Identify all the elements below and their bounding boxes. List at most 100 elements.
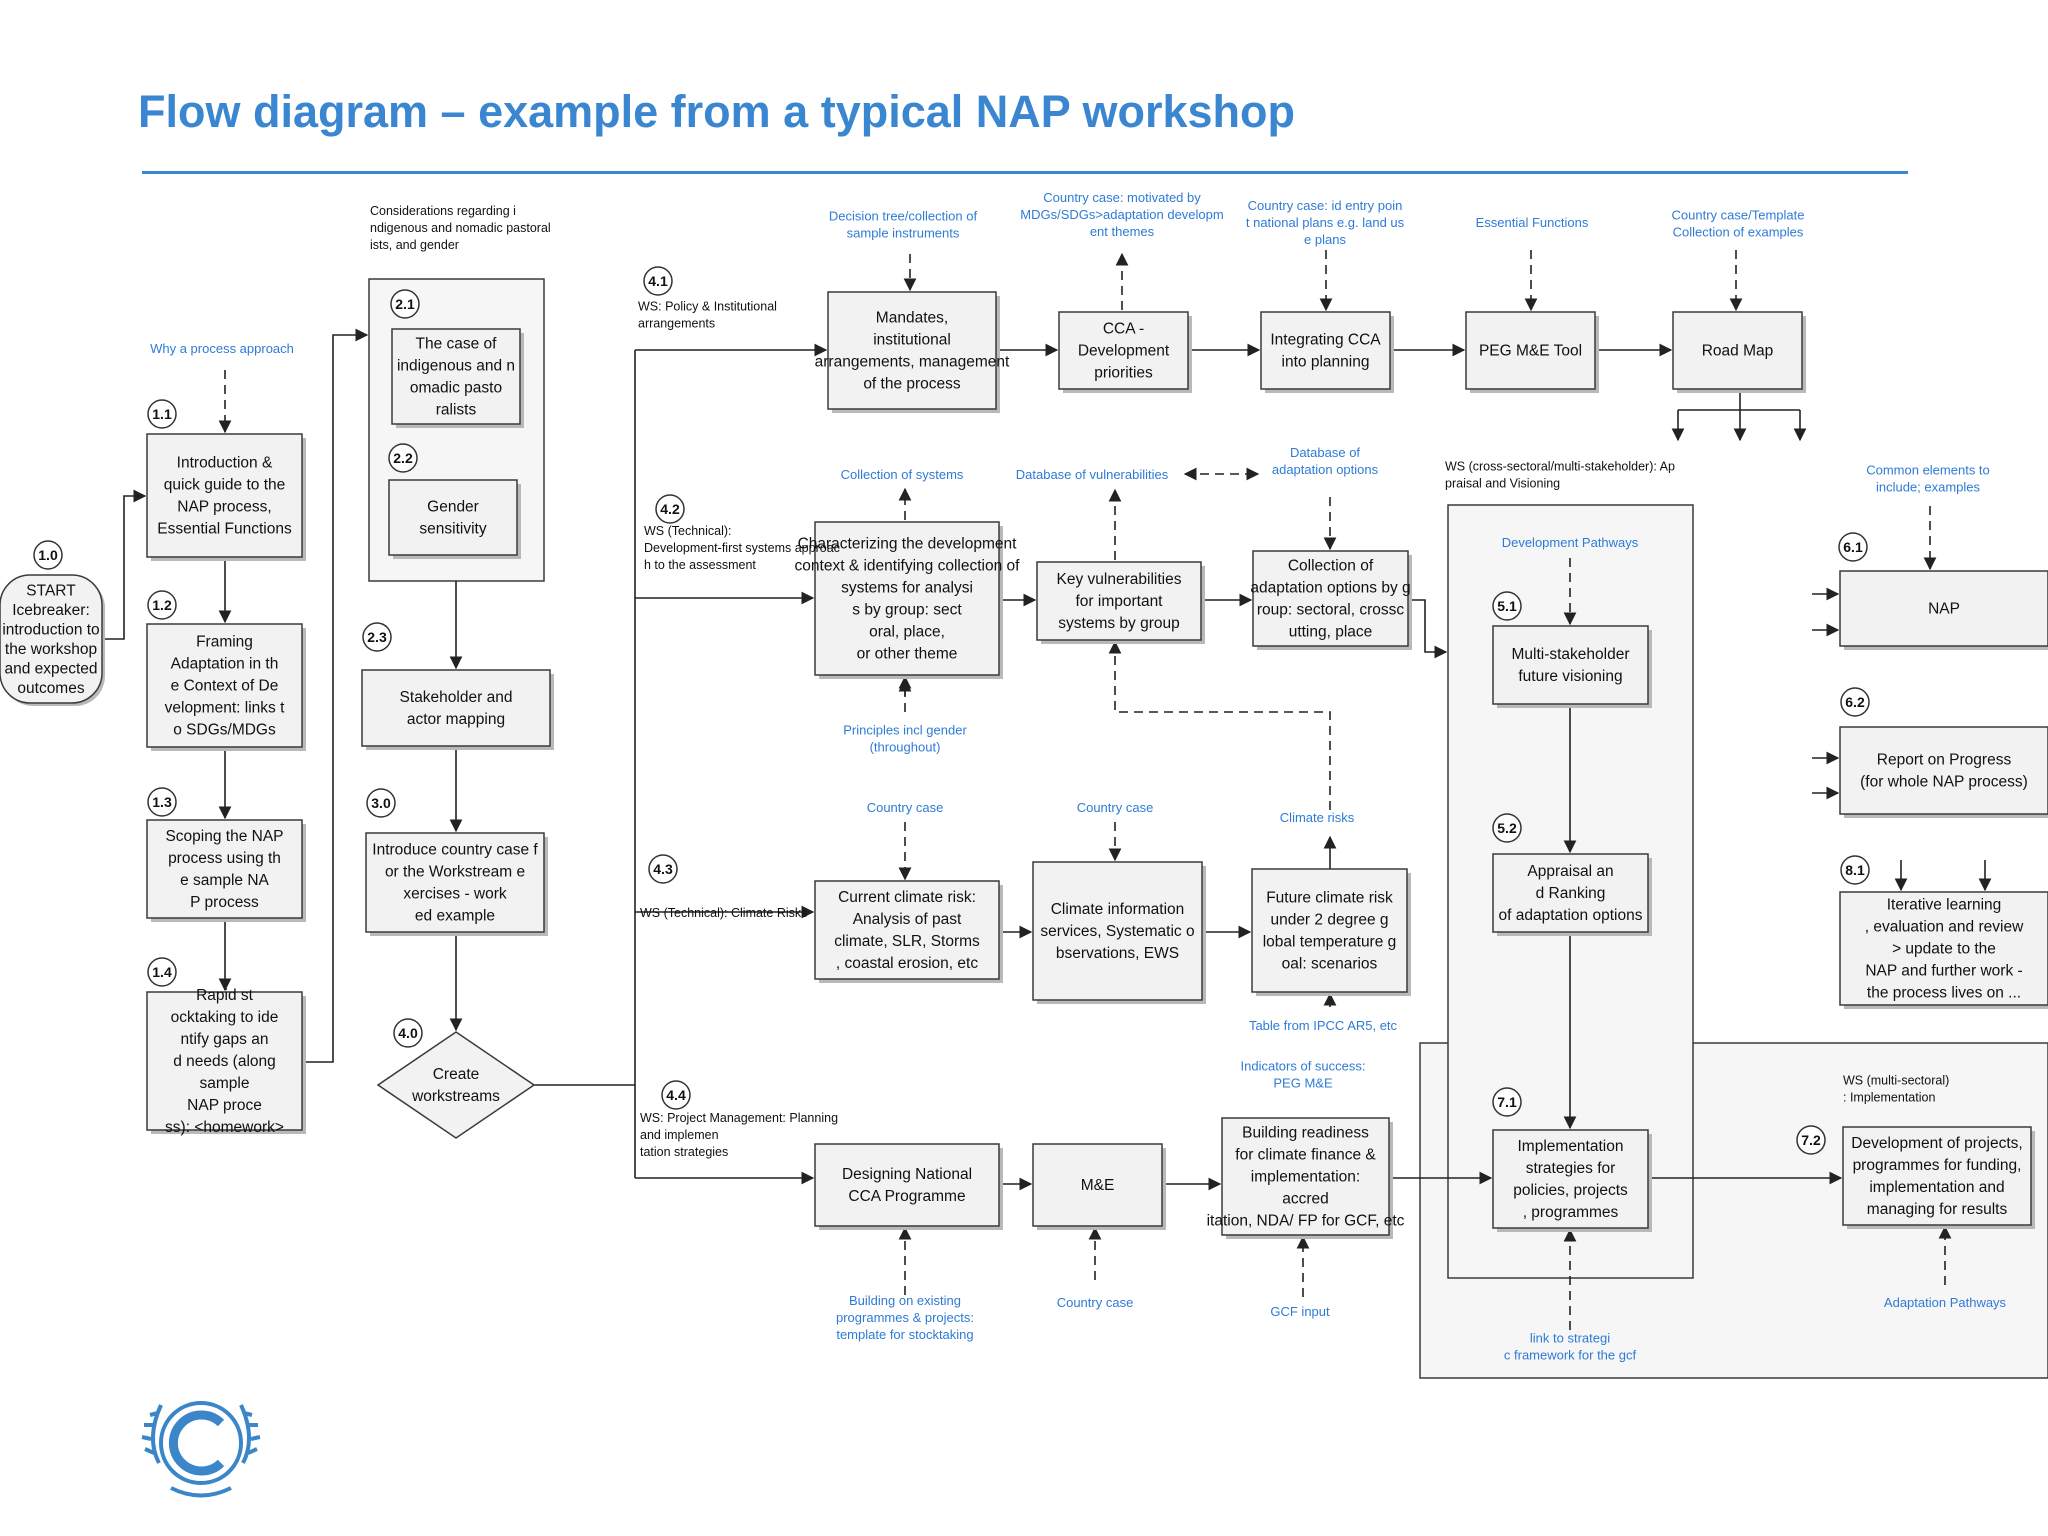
step-number-n22: 2.2 — [388, 443, 418, 473]
ws-label-technical-systems: WS (Technical):Development-first systems… — [644, 524, 840, 572]
annotation-country-case-climinfo: Country case — [1077, 800, 1154, 815]
svg-text:1.2: 1.2 — [152, 597, 172, 613]
step-number-n10: 1.0 — [33, 540, 63, 570]
step-number-n81: 8.1 — [1840, 855, 1870, 885]
step-number-n62: 6.2 — [1840, 687, 1870, 717]
node-label: Iterative learning, evaluation and revie… — [1865, 897, 2024, 1002]
title-rule — [142, 171, 1908, 174]
node-n81: Iterative learning, evaluation and revie… — [1839, 891, 2048, 1009]
svg-text:6.1: 6.1 — [1843, 539, 1863, 555]
node-label: Development of projects,programmes for f… — [1851, 1135, 2022, 1218]
svg-text:4.3: 4.3 — [653, 861, 673, 877]
ws-label-cross-sectoral: WS (cross-sectoral/multi-stakeholder): A… — [1445, 460, 1675, 491]
svg-text:6.2: 6.2 — [1845, 694, 1865, 710]
node-n61: NAP — [1839, 570, 2048, 650]
step-number-n61: 6.1 — [1838, 532, 1868, 562]
svg-text:4.1: 4.1 — [648, 273, 668, 289]
step-number-n42: 4.2 — [655, 494, 685, 524]
svg-text:4.2: 4.2 — [660, 501, 680, 517]
annotation-development-pathways: Development Pathways — [1502, 535, 1639, 550]
annotation-essential-functions: Essential Functions — [1476, 215, 1589, 230]
annotation-adaptation-pathways: Adaptation Pathways — [1884, 1295, 2007, 1310]
step-number-n21: 2.1 — [390, 289, 420, 319]
svg-text:8.1: 8.1 — [1845, 862, 1865, 878]
node-label: NAP — [1928, 601, 1960, 618]
node-me: M&E — [1032, 1143, 1166, 1230]
page-title: Flow diagram – example from a typical NA… — [138, 86, 1295, 137]
annotation-indicators: Indicators of success:PEG M&E — [1241, 1059, 1366, 1091]
unfccc-logo-icon — [141, 1401, 261, 1498]
step-number-n51: 5.1 — [1492, 591, 1522, 621]
node-peg: PEG M&E Tool — [1465, 311, 1599, 393]
step-number-n23: 2.3 — [362, 622, 392, 652]
svg-text:4.0: 4.0 — [398, 1025, 418, 1041]
node-label: PEG M&E Tool — [1479, 343, 1582, 360]
ws-label-multi-sectoral: WS (multi-sectoral): Implementation — [1843, 1074, 1949, 1105]
ws-label-technical-climate: WS (Technical): Climate Risks — [640, 906, 807, 920]
node-n72: Development of projects,programmes for f… — [1842, 1126, 2035, 1229]
annotation-why-process: Why a process approach — [150, 341, 294, 356]
svg-text:5.1: 5.1 — [1497, 598, 1517, 614]
connector — [302, 328, 369, 1063]
svg-text:7.2: 7.2 — [1801, 1132, 1821, 1148]
annotation-collection-of-systems: Collection of systems — [841, 467, 964, 482]
connector — [1408, 599, 1448, 659]
connector — [102, 489, 147, 640]
svg-text:7.1: 7.1 — [1497, 1094, 1517, 1110]
annotation-gcf-input: GCF input — [1270, 1304, 1330, 1319]
node-label: M&E — [1081, 1177, 1115, 1194]
step-number-n41: 4.1 — [643, 266, 673, 296]
annotation-country-case-current: Country case — [867, 800, 944, 815]
svg-text:2.2: 2.2 — [393, 450, 413, 466]
svg-text:2.1: 2.1 — [395, 296, 415, 312]
step-number-n13: 1.3 — [147, 787, 177, 817]
annotation-database-of-vulnerabilities: Database of vulnerabilities — [1016, 467, 1169, 482]
svg-text:3.0: 3.0 — [371, 795, 391, 811]
svg-text:2.3: 2.3 — [367, 629, 387, 645]
step-number-n44: 4.4 — [661, 1080, 691, 1110]
